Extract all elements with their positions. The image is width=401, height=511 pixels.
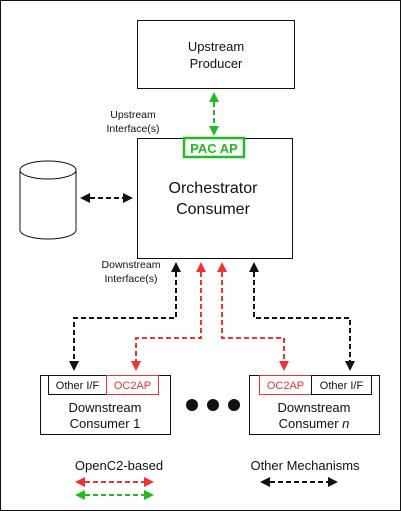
downstream-consumer-n-box: OC2AP Other I/F Downstream Consumer n bbox=[249, 375, 380, 435]
pac-ap-label: PAC AP bbox=[190, 141, 238, 156]
more-consumers-ellipsis bbox=[186, 399, 240, 411]
consumer-1-oc2ap-label: OC2AP bbox=[114, 380, 151, 392]
consumer-n-other-if-tab bbox=[311, 375, 372, 395]
consumer-1-line1: Downstream bbox=[69, 400, 142, 415]
opencs-link-consumer-1 bbox=[131, 262, 206, 371]
upstream-interface-line2: Interface(s) bbox=[106, 123, 159, 135]
downstream-interface-line1: Downstream bbox=[102, 259, 161, 271]
legend-other-label: Other Mechanisms bbox=[250, 458, 360, 473]
upstream-producer-line2: Producer bbox=[190, 56, 243, 71]
downstream-interface-line2: Interface(s) bbox=[104, 273, 157, 285]
consumer-1-other-if-label: Other I/F bbox=[56, 380, 100, 392]
consumer-1-line2: Consumer 1 bbox=[70, 416, 141, 431]
other-link-consumer-n bbox=[249, 262, 355, 371]
consumer-n-line2-italic: n bbox=[342, 416, 349, 431]
upstream-interface-line1: Upstream bbox=[110, 109, 156, 121]
consumer-1-oc2ap-tab bbox=[106, 375, 159, 395]
consumer-n-line2-prefix: Consumer bbox=[279, 416, 343, 431]
consumer-n-other-if-label: Other I/F bbox=[320, 380, 364, 392]
consumer-n-oc2ap-label: OC2AP bbox=[267, 380, 304, 392]
upstream-producer-box: Upstream Producer bbox=[137, 20, 295, 89]
consumer-n-line2: Consumer n bbox=[279, 416, 350, 431]
downstream-consumer-1-box: Other I/F OC2AP Downstream Consumer 1 bbox=[40, 375, 171, 435]
orchestrator-line1: Orchestrator bbox=[169, 180, 259, 197]
legend: OpenC2-based Other Mechanisms bbox=[75, 458, 360, 500]
upstream-producer-line1: Upstream bbox=[188, 39, 244, 54]
pac-ap-badge: PAC AP bbox=[182, 136, 246, 159]
legend-opencs-label: OpenC2-based bbox=[75, 458, 163, 473]
database-icon bbox=[19, 160, 77, 240]
orchestrator-consumer-box: Orchestrator Consumer bbox=[137, 138, 293, 259]
orchestrator-line2: Consumer bbox=[176, 201, 250, 218]
consumer-n-line1: Downstream bbox=[278, 400, 351, 415]
